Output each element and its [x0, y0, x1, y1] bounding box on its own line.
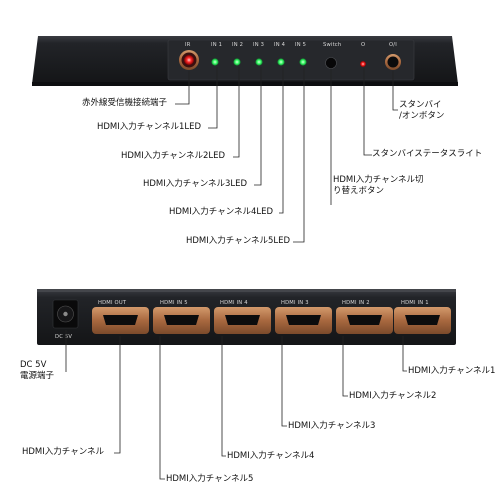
dc-power-jack	[52, 299, 79, 329]
dc-port-label: DC 5V	[55, 334, 72, 340]
front-label-ir: IR	[185, 42, 191, 48]
callout-led5: HDMI入力チャンネル5LED	[186, 236, 291, 246]
line-in5	[159, 336, 165, 480]
hdmi-in5-port	[153, 307, 210, 334]
hdmi-in4-port	[214, 307, 271, 334]
front-label-in3: IN 3	[253, 42, 264, 48]
front-control-panel	[167, 39, 415, 81]
callout-switch-button: HDMI入力チャンネル切 り替えボタン	[333, 175, 424, 196]
callout-dc-power: DC 5V 電源端子	[20, 360, 55, 381]
line-led3	[254, 67, 262, 186]
callout-led4: HDMI入力チャンネル4LED	[169, 207, 274, 217]
callout-led3: HDMI入力チャンネル3LED	[143, 179, 248, 189]
led-in5-icon	[299, 58, 307, 66]
front-label-in2: IN 2	[232, 42, 243, 48]
front-label-in5: IN 5	[295, 42, 306, 48]
back-device: DC 5V HDMI OUT HDMI IN 5 HDMI IN 4 HD	[37, 289, 456, 345]
hdmi-in3-label: HDMI IN 3	[281, 300, 309, 306]
hdmi-out-port	[92, 307, 149, 334]
callout-hdmi-in3: HDMI入力チャンネル3	[288, 421, 376, 431]
line-led4	[279, 67, 284, 214]
front-device-base	[32, 82, 458, 86]
led-in1-icon	[211, 58, 219, 66]
line-in1	[402, 336, 407, 372]
ir-receiver-port	[179, 50, 199, 70]
front-label-power: O/I	[389, 42, 397, 48]
front-label-switch: Switch	[323, 42, 341, 48]
front-label-standby: O	[361, 42, 365, 48]
led-in2-icon	[233, 58, 241, 66]
callout-hdmi-in2: HDMI入力チャンネル2	[349, 391, 437, 401]
line-in2	[342, 336, 348, 397]
line-led5	[293, 67, 305, 243]
callout-ir-receiver: 赤外線受信機接続端子	[82, 98, 168, 108]
standby-status-led-icon	[360, 61, 366, 67]
hdmi-in2-port	[336, 307, 393, 334]
callout-standby-button: スタンバイ /オンボタン	[399, 100, 445, 121]
led-in3-icon	[255, 58, 263, 66]
standby-power-button[interactable]	[385, 54, 401, 70]
line-in3	[281, 336, 287, 427]
line-standby-button	[392, 71, 398, 111]
hdmi-in5-label: HDMI IN 5	[160, 300, 188, 306]
callout-led1: HDMI入力チャンネル1LED	[97, 122, 202, 132]
hdmi-in4-label: HDMI IN 4	[220, 300, 248, 306]
line-standby-status	[363, 68, 372, 156]
back-callout-lines	[65, 330, 407, 480]
front-label-in4: IN 4	[274, 42, 286, 48]
line-led1	[208, 67, 218, 129]
hdmi-in1-port	[394, 307, 451, 334]
line-out	[114, 336, 121, 454]
line-ir	[175, 71, 190, 105]
switch-button[interactable]	[325, 57, 337, 69]
callout-hdmi-out: HDMI入力チャンネル	[22, 447, 105, 457]
back-device-top-edge	[37, 289, 456, 292]
ir-receiver-icon	[184, 55, 194, 65]
line-in4	[221, 336, 226, 457]
led-in4-icon	[277, 58, 285, 66]
front-callout-lines	[175, 67, 398, 243]
front-device: IR IN 1 IN 2 IN 3 IN 4 IN 5 Switch O O/I	[32, 36, 458, 86]
hdmi-in3-port	[275, 307, 332, 334]
callout-hdmi-in4: HDMI入力チャンネル4	[227, 451, 315, 461]
callout-led2: HDMI入力チャンネル2LED	[121, 151, 226, 161]
hdmi-in1-label: HDMI IN 1	[401, 300, 429, 306]
hdmi-out-label: HDMI OUT	[98, 300, 127, 306]
callout-hdmi-in5: HDMI入力チャンネル5	[166, 474, 254, 484]
hdmi-in2-label: HDMI IN 2	[342, 300, 370, 306]
callout-hdmi-in1: HDMI入力チャンネル1	[408, 366, 496, 376]
front-label-in1: IN 1	[211, 42, 222, 48]
line-led2	[233, 67, 240, 158]
callout-standby-status: スタンバイステータスライト	[372, 149, 483, 159]
